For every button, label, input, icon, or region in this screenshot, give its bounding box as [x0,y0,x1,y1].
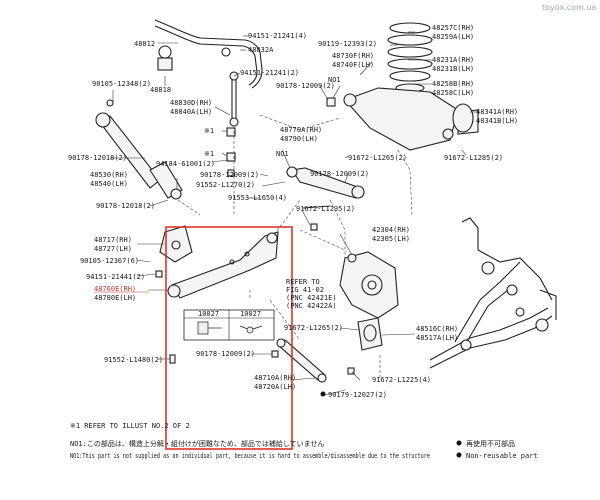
label-48770a: 48770A(RH) [280,126,322,134]
label-48840a: 48840A(LH) [170,108,212,116]
label-48258c: 48258C(LH) [432,89,474,97]
label-no1-lower: NO1 [276,150,289,158]
label-91672-l1295: 91672-L1295(2) [296,205,355,213]
label-48790: 48790(LH) [280,135,318,143]
label-48516c: 48516C(RH) [416,325,458,333]
label-48717: 48717(RH) [94,236,132,244]
label-pnc-1: (PNC 42421E) [286,294,337,302]
label-91552-l1270: 91552-L1270(2) [196,181,255,189]
label-48740f: 48740F(LH) [332,61,374,69]
label-48341b: 48341B(LH) [476,117,518,125]
label-48257c: 48257C(RH) [432,24,474,32]
label-48760e: 48760E(RH) [94,285,136,293]
label-48780e: 48780E(LH) [94,294,136,302]
label-48341a: 48341A(RH) [476,108,518,116]
label-90178-12018-a: 90178-12018(2) [68,154,127,162]
nuts-drawing [155,223,355,375]
knuckle-drawing [339,251,399,319]
label-note-ref-2: ※1 [204,150,214,158]
label-pnc-2: (PNC 42422A) [286,302,337,310]
label-90105-12348: 90105-12348(2) [92,80,151,88]
suspension-overview-drawing [429,217,557,369]
legend-block: 再使用不可部品 Non-reusable part [456,439,538,460]
leader-lines [110,31,476,396]
legend-reusable-mark [456,440,462,446]
bolt-detail-inset [183,309,275,341]
label-42305: 42305(LH) [372,235,410,243]
label-90178-12018-b: 90178-12018(2) [96,202,155,210]
note-no1-english: NO1:This part is not supplied as an indi… [70,452,430,460]
label-91672-l1265-b: 91672-L1265(2) [284,324,343,332]
watermark: toyox.com.ua [542,3,596,12]
label-48231b: 48231B(LH) [432,65,474,73]
stabilizer-bar-drawing [154,19,263,89]
bolt-drawing [302,205,331,209]
label-48259a: 48259A(LH) [432,33,474,41]
coil-spring-drawing [387,22,433,93]
dashed-guide-lines [177,114,413,380]
label-inset-2: 10027 [240,310,261,318]
label-48517a: 48517A(LH) [416,334,458,342]
label-91672-l1265-a: 91672-L1265(2) [348,154,407,162]
label-48258b: 48258B(RH) [432,80,474,88]
label-94151-21441: 94151-21441(2) [86,273,145,281]
label-48727: 48727(LH) [94,245,132,253]
bump-stopper-drawing [452,103,474,133]
label-90119-12393: 90119-12393(2) [318,40,377,48]
bracket-drawing [159,225,193,263]
lower-arm-48760e-drawing [167,231,279,299]
part-labels: 48812 94151-21241(4) 48832A 48818 94151-… [68,24,518,399]
label-no1-upper: NO1 [328,76,341,84]
label-48832a: 48832A [248,46,274,54]
label-48830d: 48830D(RH) [170,99,212,107]
label-90178-12009-c: 90178-12009(2) [310,170,369,178]
notes-block: ※1 REFER TO ILLUST NO.2 OF 2 NO1:この部品は、構… [70,422,430,460]
label-90179-12027: 90179-12027(2) [328,391,387,399]
label-91553-l1650: 91553-L1650(4) [228,194,287,202]
label-48812: 48812 [134,40,155,48]
label-90178-12009-b: 90178-12009(2) [200,171,259,179]
label-48540: 48540(LH) [90,180,128,188]
knuckle-bushing-drawing [357,317,383,351]
label-refer-to: REFER TO [286,278,320,286]
note-no1-japanese: NO1:この部品は、構造上分解・組付けが困難なため、部品では補給していません [70,439,324,448]
stabilizer-link-drawing [229,71,239,127]
nut-drawing [326,97,336,107]
bushing-drawing [226,127,236,177]
label-94151-21241-4: 94151-21241(4) [248,32,307,40]
shock-absorber-drawing [95,99,183,200]
label-94184-61001: 94184-61001(2) [156,160,215,168]
label-48710a: 48710A(RH) [254,374,296,382]
note-refer-illust: ※1 REFER TO ILLUST NO.2 OF 2 [70,422,190,430]
label-90178-12009-d: 90178-12009(2) [196,350,255,358]
label-48530: 48530(RH) [90,171,128,179]
label-91672-l1285: 91672-L1285(2) [444,154,503,162]
label-94151-21241-2: 94151-21241(2) [240,69,299,77]
toe-control-arm-drawing [286,166,365,199]
label-90178-12009-a: 90178-12009(2) [276,82,335,90]
label-90105-12367: 90105-12367(6) [80,257,139,265]
lateral-link-drawing [276,338,327,383]
legend-nonreusable-mark [456,452,462,458]
highlight-box [165,226,293,450]
label-48231a: 48231A(RH) [432,56,474,64]
label-48730f: 48730F(RH) [332,52,374,60]
label-42304: 42304(RH) [372,226,410,234]
legend-reusable-text: 再使用不可部品 [466,439,515,448]
legend-nonreusable-text: Non-reusable part [466,452,538,460]
label-91672-l1225: 91672-L1225(4) [372,376,431,384]
non-reusable-mark [320,391,326,397]
label-inset-1: 10027 [198,310,219,318]
label-91552-l1480: 91552-L1480(2) [104,356,163,364]
label-48720a: 48720A(LH) [254,383,296,391]
label-48818: 48818 [150,86,171,94]
label-note-ref-1: ※1 [204,127,214,135]
label-fig: FIG 41-02 [286,286,324,294]
